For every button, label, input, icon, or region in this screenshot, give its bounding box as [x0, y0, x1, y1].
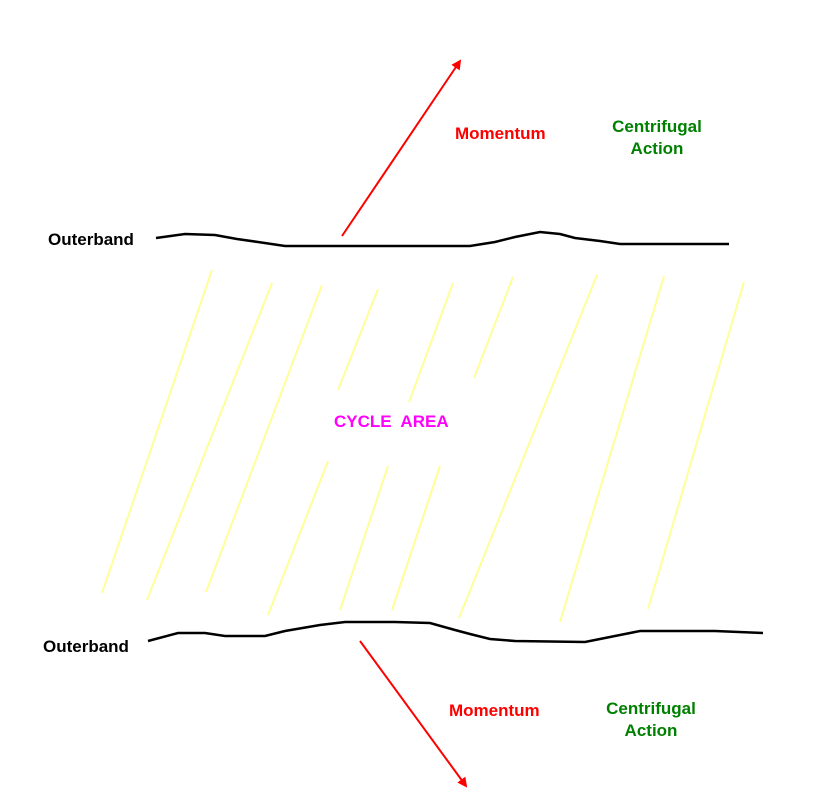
hatch-line [101, 269, 213, 594]
outerband-top-label: Outerband [48, 230, 134, 249]
outerband-bottom-line [147, 620, 764, 644]
centrifugal-bottom-line1: Centrifugal [606, 699, 696, 718]
centrifugal-top-line1: Centrifugal [612, 117, 702, 136]
hatch-line [337, 288, 379, 391]
hatch-line [647, 281, 745, 610]
momentum-arrow-top [341, 59, 462, 237]
momentum-top-label: Momentum [455, 124, 546, 143]
hatch-line [205, 284, 323, 593]
centrifugal-action-bottom-label: Centrifugal Action [591, 698, 711, 742]
hatch-line [559, 275, 665, 623]
hatch-line [458, 274, 598, 619]
hatch-line [146, 282, 273, 601]
hatch-line [339, 465, 389, 611]
hatch-line [408, 282, 454, 403]
centrifugal-bottom-line2: Action [624, 721, 678, 740]
outerband-top-line [155, 230, 729, 248]
hatch-line [391, 465, 441, 611]
momentum-bottom-label: Momentum [449, 701, 540, 720]
centrifugal-top-line2: Action [630, 139, 684, 158]
cycle-hatch [101, 269, 745, 623]
outerband-bottom-label: Outerband [43, 637, 129, 656]
cycle-area-label: CYCLE AREA [334, 412, 449, 431]
momentum-arrow-bottom [359, 640, 468, 788]
hatch-line [473, 276, 514, 379]
centrifugal-action-top-label: Centrifugal Action [597, 116, 717, 160]
hatch-line [267, 460, 329, 616]
